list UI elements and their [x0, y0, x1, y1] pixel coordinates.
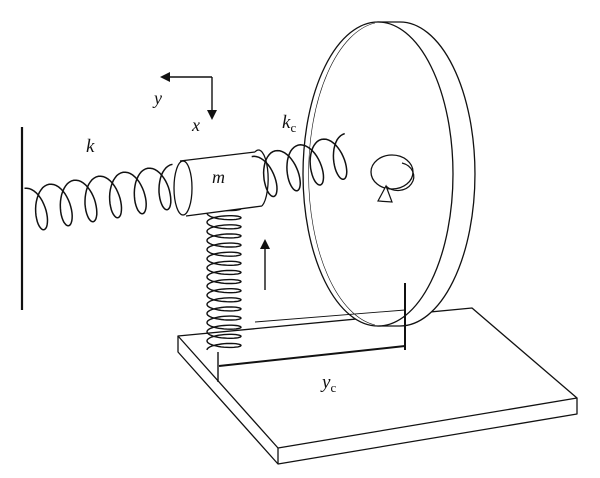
spring-kc [251, 132, 348, 198]
spring-vertical [206, 203, 242, 351]
spring-k-label: k [86, 136, 95, 157]
spring-kc-label: kc [282, 112, 296, 135]
axis-y-label: y [152, 88, 162, 108]
dimension-yc [217, 283, 406, 382]
disc-hub [370, 154, 414, 190]
rotating-disc [302, 21, 476, 327]
spring-k [24, 163, 173, 231]
rotation-arrow-icon [385, 162, 415, 192]
base-plate [177, 307, 578, 465]
mass-cylinder [173, 149, 269, 217]
mass-label: m [212, 167, 225, 187]
axis-x-label: x [191, 115, 200, 135]
distance-yc-label: yc [320, 372, 336, 395]
